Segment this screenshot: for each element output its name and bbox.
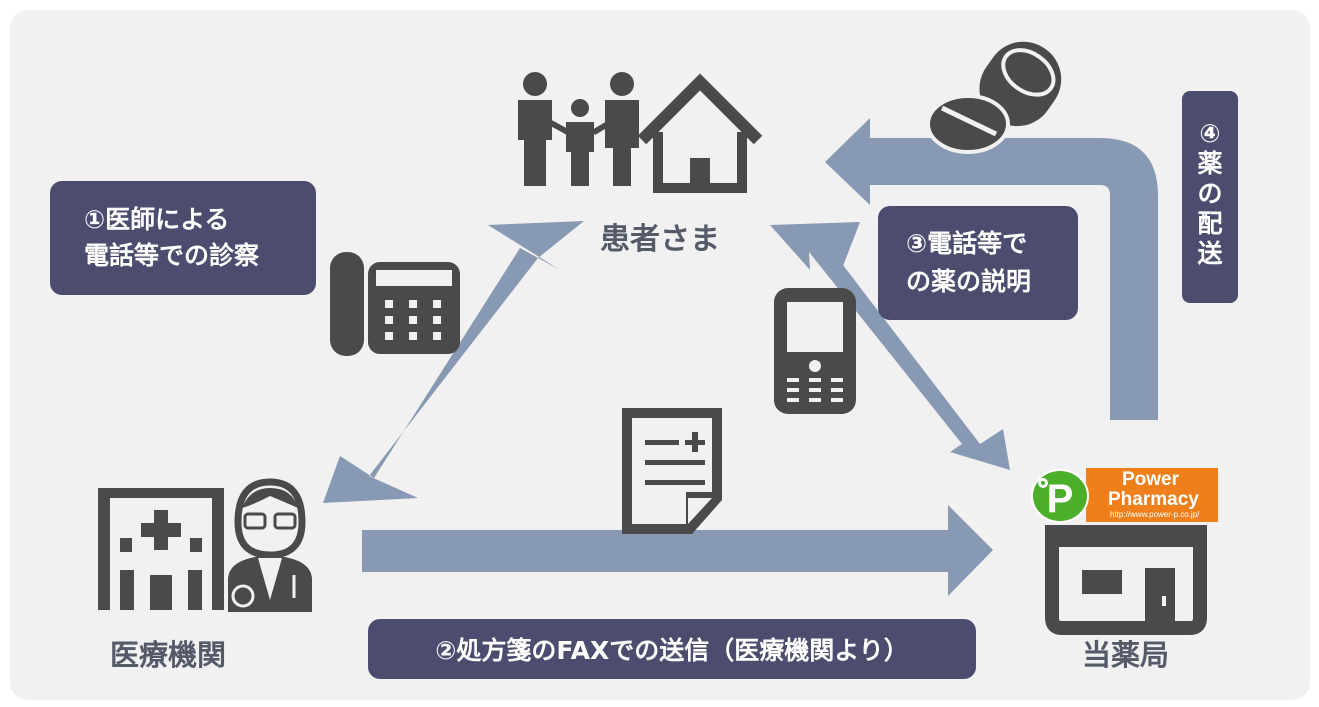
arrow-patient-hospital bbox=[323, 221, 584, 503]
step2-box: ②処方箋のFAXでの送信（医療機関より） bbox=[368, 619, 976, 679]
logo-p-badge-icon: P bbox=[1031, 469, 1089, 523]
logo-line2: Pharmacy bbox=[1108, 489, 1199, 510]
pills-icon bbox=[926, 41, 1062, 154]
house-icon bbox=[637, 73, 763, 193]
hospital-label: 医療機関 bbox=[110, 638, 227, 672]
pharmacy-storefront-icon bbox=[1045, 525, 1207, 635]
step4-char1: ④ bbox=[1199, 119, 1221, 148]
step1-line2: 電話等での診察 bbox=[84, 241, 260, 270]
arrow-pharmacy-patient bbox=[770, 222, 1010, 470]
doctor-icon bbox=[228, 478, 312, 612]
step3-box: ③電話等で の薬の説明 bbox=[878, 206, 1078, 320]
svg-text:P: P bbox=[1047, 477, 1074, 521]
step4-char2: 薬 bbox=[1197, 149, 1223, 178]
step4-box: ④ 薬 の 配 送 bbox=[1182, 91, 1238, 303]
step4-char5: 送 bbox=[1197, 239, 1223, 268]
pharmacy-label: 当薬局 bbox=[1082, 638, 1170, 672]
step4-char3: の bbox=[1197, 179, 1223, 208]
logo-line1: Power bbox=[1122, 469, 1180, 490]
step3-line2: の薬の説明 bbox=[906, 267, 1032, 296]
step2-text: ②処方箋のFAXでの送信（医療機関より） bbox=[435, 636, 909, 665]
power-pharmacy-logo: Power Pharmacy http://www.power-p.co.jp/… bbox=[1030, 466, 1220, 526]
desk-phone-icon bbox=[330, 252, 460, 356]
logo-orange-tag: Power Pharmacy http://www.power-p.co.jp/ bbox=[1086, 468, 1218, 522]
arrow-delivery bbox=[825, 118, 1158, 420]
patient-label: 患者さま bbox=[600, 222, 720, 257]
arrow-hospital-pharmacy bbox=[362, 505, 993, 596]
family-icon bbox=[518, 72, 639, 186]
logo-url: http://www.power-p.co.jp/ bbox=[1110, 510, 1200, 519]
mobile-phone-icon bbox=[774, 288, 856, 414]
prescription-document-icon bbox=[622, 408, 722, 534]
step1-line1: ①医師による bbox=[84, 205, 230, 234]
step3-line1: ③電話等で bbox=[906, 229, 1028, 258]
step4-char4: 配 bbox=[1197, 209, 1223, 238]
hospital-building-icon bbox=[98, 488, 224, 610]
step1-box: ①医師による 電話等での診察 bbox=[50, 181, 316, 295]
